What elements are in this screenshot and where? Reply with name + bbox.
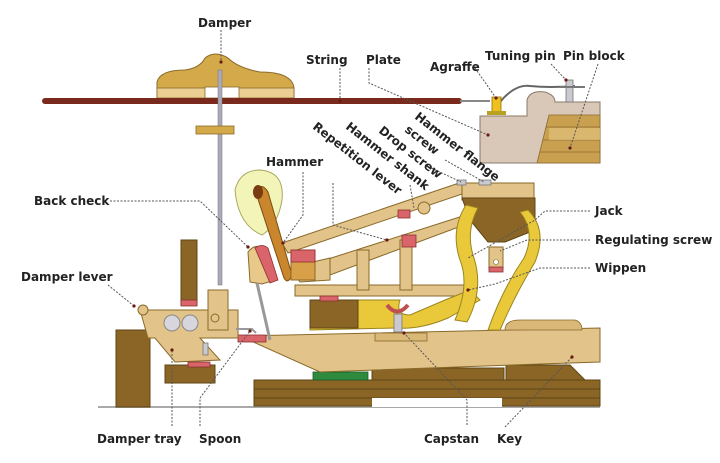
lower-block	[309, 299, 359, 329]
string	[42, 98, 462, 104]
hammer-butt-felt	[290, 249, 316, 263]
leader-wippen	[467, 267, 590, 291]
balance-rail-felt	[312, 371, 369, 381]
leader-key	[504, 356, 573, 428]
wippen	[294, 284, 471, 297]
label-spoon: Spoon	[199, 432, 241, 446]
drop-screw	[456, 179, 467, 186]
jack-part	[461, 197, 536, 243]
damper-body	[180, 239, 198, 306]
damper-guide	[195, 125, 235, 135]
damper-wire	[217, 69, 223, 286]
label-damper: Damper	[198, 16, 251, 30]
capstan	[393, 313, 403, 333]
leader-jack	[467, 210, 590, 259]
agraffe-base	[487, 111, 506, 115]
label-string: String	[306, 53, 348, 67]
key-rear-cushion	[504, 319, 583, 331]
lower-block-felt	[319, 295, 339, 302]
leader-back-check	[110, 200, 249, 248]
leader-regulating-screw	[499, 239, 590, 252]
label-plate: Plate	[366, 53, 401, 67]
back-check-wire	[255, 282, 272, 341]
label-regulating-screw: Regulating screw	[595, 233, 712, 247]
tuning-pin	[560, 79, 585, 103]
wippen-post-2	[399, 239, 413, 291]
action-bracket-arm	[454, 204, 479, 323]
leader-hammer	[282, 172, 304, 244]
wippen-felt	[401, 234, 417, 248]
leader-tuning-pin	[550, 63, 567, 81]
regulating-screw-felt	[488, 266, 504, 273]
label-damper-tray: Damper tray	[97, 432, 182, 446]
label-hammer: Hammer	[266, 155, 323, 169]
back-check-part	[247, 245, 279, 285]
key-frame	[253, 364, 601, 407]
damper-body-felt	[180, 299, 198, 307]
action-bracket-arm-2	[487, 209, 541, 331]
leader-plate	[368, 68, 489, 136]
leader-damper-lever	[107, 284, 135, 307]
pin-block	[536, 114, 601, 164]
capstan-cup	[385, 303, 410, 314]
hammer-rail	[461, 182, 535, 201]
spoon	[236, 328, 257, 334]
label-wippen: Wippen	[595, 261, 646, 275]
label-damper-lever: Damper lever	[21, 270, 113, 284]
damper-rail-post	[115, 329, 151, 408]
damper-tray-felt	[187, 361, 211, 368]
leader-repetition-lever	[332, 183, 388, 241]
leader-pin-block	[569, 63, 599, 149]
label-key: Key	[497, 432, 522, 446]
leader-agraffe	[474, 67, 497, 99]
label-jack: Jack	[594, 204, 624, 218]
wippen-post-1	[356, 249, 370, 291]
capstan-block	[374, 332, 428, 342]
leader-drop-screw	[424, 164, 462, 183]
leader-hammer-flange-screw	[444, 159, 485, 183]
damper-lever-part	[137, 289, 239, 363]
label-tuning-pin: Tuning pin	[485, 49, 556, 63]
wippen-felt-2	[397, 209, 411, 219]
label-pin-block: Pin block	[563, 49, 626, 63]
leader-spoon	[199, 330, 251, 426]
leader-capstan	[403, 332, 468, 425]
label-agraffe: Agraffe	[430, 60, 480, 74]
label-back-check: Back check	[34, 194, 110, 208]
label-capstan: Capstan	[424, 432, 479, 446]
spoon-rod	[202, 342, 209, 356]
leader-hammer-shank	[409, 184, 415, 209]
hammer-flange-screw	[478, 179, 492, 186]
damper-part	[156, 53, 295, 99]
hammer-shank	[281, 181, 469, 254]
